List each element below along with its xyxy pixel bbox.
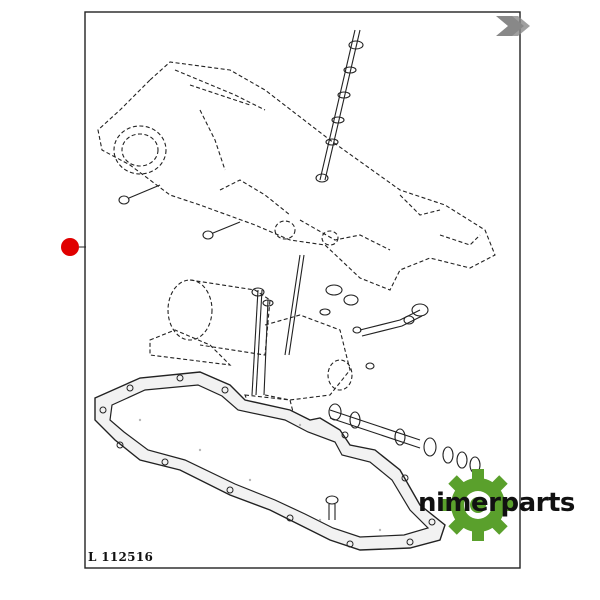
oil-pan-gasket <box>94 371 446 551</box>
green-gear-icon <box>442 469 514 541</box>
gasket-bolt <box>325 495 339 520</box>
figure-code: L 112516 <box>88 550 154 564</box>
brand-watermark: nimerparts <box>418 488 575 518</box>
lift-housing <box>97 61 496 291</box>
connecting-rods <box>251 254 305 396</box>
valve-stem-assembly <box>315 29 364 183</box>
red-dot-icon[interactable] <box>61 238 86 256</box>
diagram-frame <box>84 11 521 569</box>
spool-assembly <box>328 403 481 474</box>
housing-bolts <box>118 184 241 240</box>
double-chevron-right-icon[interactable] <box>496 16 530 36</box>
fittings <box>251 284 429 370</box>
